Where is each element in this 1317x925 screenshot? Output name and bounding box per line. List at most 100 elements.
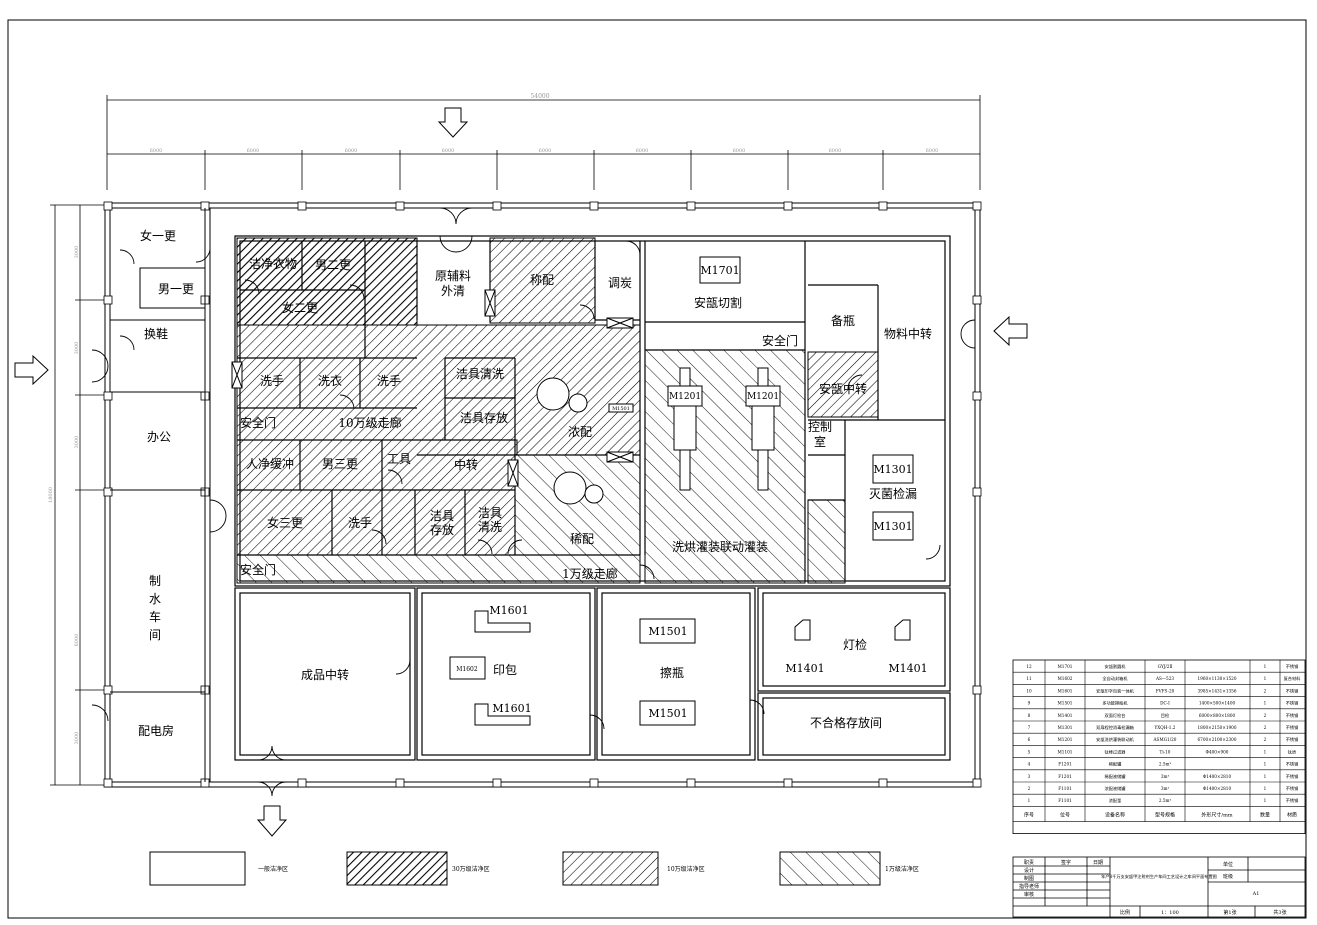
table-cell: 全自动封箱机: [1102, 675, 1128, 682]
zone-100k-ampoule: [807, 351, 879, 418]
table-cell: 3985×1431×1356: [1198, 688, 1237, 693]
svg-text:6000: 6000: [539, 148, 552, 154]
room-corridor-10w: 10万级走廊: [338, 415, 401, 430]
table-cell: 3m³: [1161, 786, 1170, 791]
table-header-cell: 外形尺寸/mm: [1201, 811, 1232, 818]
room-qi-ju-qing-xi-2: 洁具清洗: [478, 506, 502, 534]
room-an-quan-men-3: 安全门: [762, 333, 798, 348]
table-cell: M1301: [1058, 725, 1073, 730]
room-yin-bao: 印包: [493, 663, 517, 677]
room-cheng-pin: 成品中转: [301, 667, 349, 682]
table-header-cell: 序号: [1024, 811, 1034, 818]
svg-text:制图: 制图: [1024, 875, 1034, 882]
room-pei-dian: 配电房: [138, 723, 174, 738]
table-cell: 7: [1028, 725, 1031, 730]
left-aux-walls: [110, 208, 211, 782]
table-cell: F1201: [1058, 774, 1072, 779]
table-cell: 目检: [1161, 712, 1170, 719]
room-an-quan-men-2: 安全门: [240, 562, 276, 577]
svg-text:班级: 班级: [1223, 873, 1233, 880]
svg-text:第1张: 第1张: [1223, 909, 1236, 916]
table-cell: F1101: [1058, 786, 1072, 791]
table-cell: M1401: [1058, 713, 1073, 718]
table-cell: 不锈钢: [1286, 736, 1299, 743]
table-cell: 1: [1264, 762, 1267, 767]
inner-walls: [234, 235, 951, 587]
arrow-right-entry-icon: [993, 315, 1028, 347]
svg-text:职责: 职责: [1024, 859, 1034, 866]
svg-text:6000: 6000: [74, 634, 80, 647]
pass-boxes: [231, 289, 634, 487]
table-cell: 5: [1028, 749, 1031, 754]
table-cell: 1: [1264, 701, 1267, 706]
tag-m1201b: M1201: [747, 392, 779, 402]
room-xi-yi: 洗衣: [318, 373, 342, 388]
legend-100k: 10万级洁净区: [667, 865, 705, 873]
tag-m1501-mini: M1501: [612, 406, 630, 412]
table-cell: 4: [1028, 762, 1031, 767]
table-cell: M1701: [1058, 664, 1073, 669]
room-yuan-fu-liao: 原辅料外清: [435, 269, 471, 298]
equipment-boxes: [449, 256, 914, 726]
tag-m1601b: M1601: [492, 702, 531, 715]
zone-100k-lower: [236, 439, 518, 556]
zone-100k-weigh: [489, 237, 596, 324]
tag-m1401b: M1401: [888, 662, 927, 675]
doors: [91, 207, 976, 797]
dim-rows: 3000 3000 3000 6000 3000: [74, 246, 80, 745]
title-block: [1012, 856, 1306, 918]
svg-text:A1: A1: [1252, 891, 1260, 897]
table-cell: 浓配釜: [1109, 797, 1122, 804]
tag-m1602: M1602: [456, 666, 478, 673]
svg-text:3000: 3000: [74, 246, 80, 259]
table-cell: 复合材料: [1284, 675, 1302, 682]
table-cell: 1: [1264, 749, 1267, 754]
table-cell: 1: [1264, 786, 1267, 791]
table-cell: AS—523: [1155, 676, 1174, 681]
filling-machines: [667, 367, 781, 491]
table-cell: 不锈钢: [1286, 773, 1299, 780]
table-cell: 1400×500×1400: [1199, 701, 1236, 706]
table-cell: 不锈钢: [1286, 761, 1299, 768]
table-cell: 2: [1264, 713, 1267, 718]
dim-total-side: 18000: [48, 487, 54, 503]
room-xi-shou-b: 洗手: [377, 374, 401, 388]
table-cell: Φ1400×2810: [1203, 786, 1232, 791]
room-an-bu-zhong-zhuan: 安瓿中转: [819, 381, 867, 396]
table-cell: 安瓿洗烘灌装联动机: [1096, 736, 1135, 743]
svg-text:6000: 6000: [345, 148, 358, 154]
table-cell: F1201: [1058, 762, 1072, 767]
svg-text:指导老师: 指导老师: [1019, 883, 1039, 890]
arrow-left-entry-icon: [14, 354, 49, 386]
room-tiao-tan: 调炭: [608, 276, 632, 290]
tag-m1501b: M1501: [648, 707, 687, 720]
table-cell: 多功能擦瓶机: [1102, 700, 1128, 707]
legend-300k: 30万级洁净区: [452, 865, 490, 873]
table-cell: 不锈钢: [1286, 663, 1299, 670]
legend-10k: 1万级洁净区: [885, 865, 919, 873]
room-an-quan-men-1: 安全门: [240, 415, 276, 430]
svg-text:签字: 签字: [1061, 859, 1071, 866]
table-cell: 不锈钢: [1286, 700, 1299, 707]
table-header-cell: 材质: [1287, 811, 1297, 818]
equipment-labels: M1701 M1301 M1301 M1201 M1201 M1601 M160…: [456, 264, 927, 720]
table-cell: M1501: [1058, 701, 1073, 706]
table-cell: 8: [1028, 713, 1031, 718]
room-xi-pei: 稀配: [570, 532, 594, 546]
dimension-top: [106, 95, 981, 190]
room-ban-gong: 办公: [147, 429, 171, 444]
table-cell: 6700×2100×2300: [1198, 737, 1237, 742]
tag-m1201a: M1201: [669, 392, 701, 402]
table-cell: 稀配罐: [1109, 761, 1122, 768]
table-cell: M1201: [1058, 737, 1073, 742]
room-labels: 女一更 男一更 换鞋 办公 配电房 女二更 男二更 洁净衣物 洗手 洗衣 洗手 …: [138, 228, 932, 738]
room-nv-er-geng: 女二更: [282, 300, 318, 315]
tag-m1501a: M1501: [648, 625, 687, 638]
drawing-frame: [7, 19, 1307, 919]
table-cell: 1800×2150×1900: [1198, 725, 1237, 730]
table-cell: 2.5m³: [1159, 798, 1172, 803]
svg-text:3000: 3000: [74, 342, 80, 355]
zone-10k-prep: [514, 454, 641, 556]
table-cell: M1601: [1058, 688, 1073, 693]
